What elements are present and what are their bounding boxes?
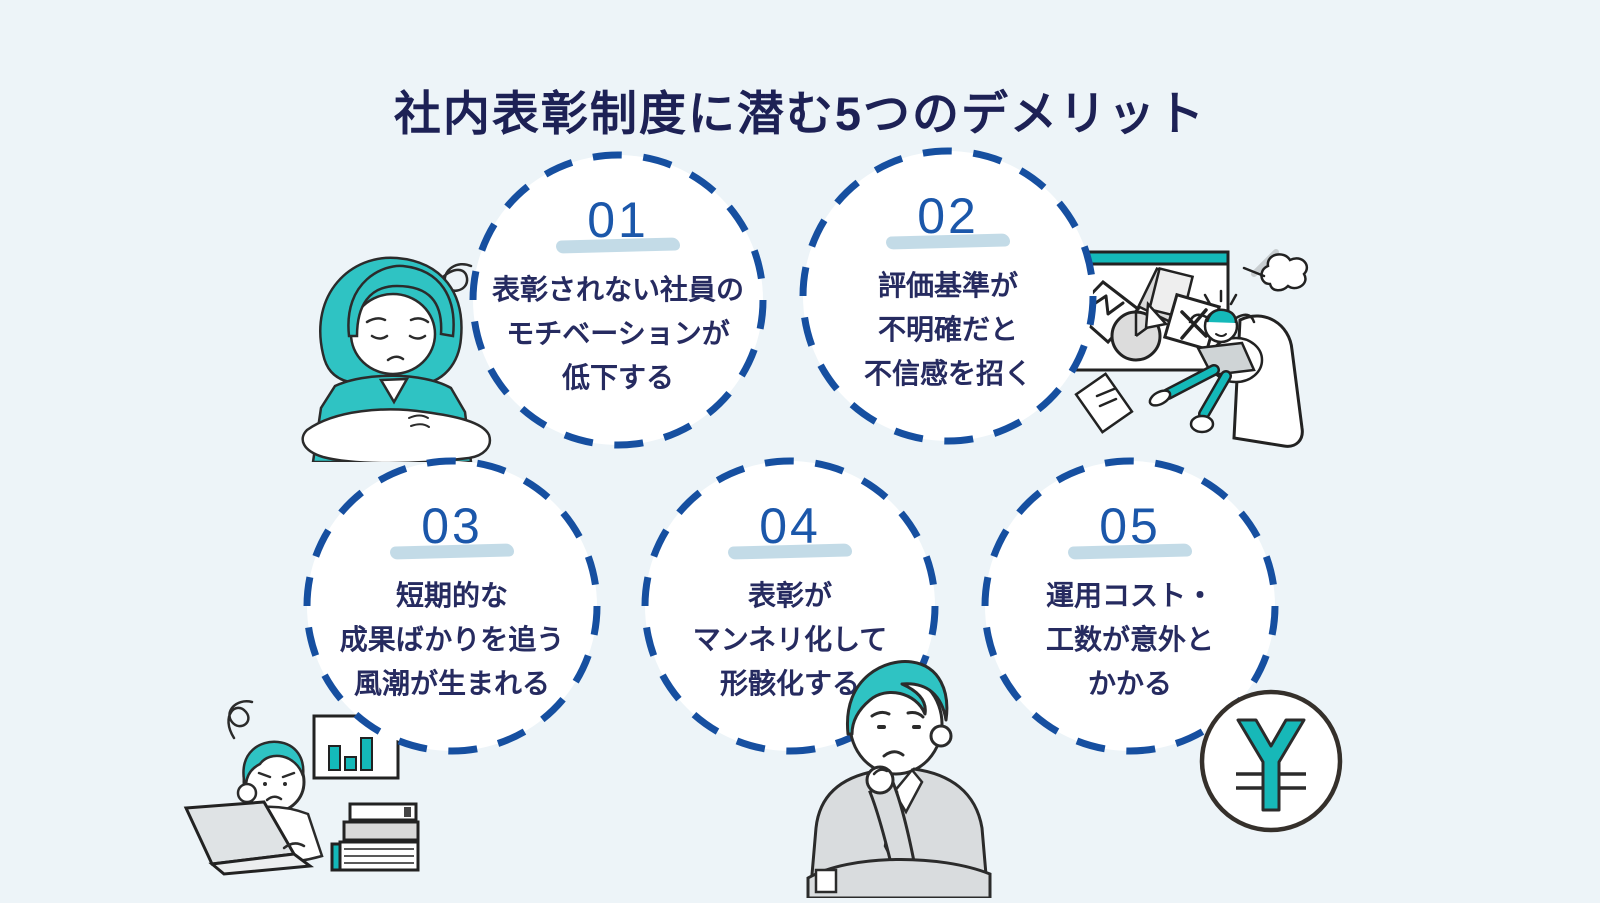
- circle-text-line: 表彰されない社員の: [491, 274, 744, 305]
- demerit-circle-3: 03 短期的な 成果ばかりを追う 風潮が生まれる: [302, 456, 602, 756]
- circle-text-line: 短期的な: [395, 580, 508, 611]
- circle-text-line: 運用コスト・: [1045, 580, 1214, 611]
- circle-number: 01: [587, 192, 649, 248]
- circle-text-line: 工数が意外と: [1045, 624, 1214, 655]
- circle-number: 04: [759, 498, 821, 554]
- circle-number: 05: [1099, 498, 1161, 554]
- circle-text-line: 評価基準が: [877, 270, 1018, 301]
- circle-text-line: 風潮が生まれる: [353, 668, 550, 699]
- circle-text-line: 形骸化する: [719, 668, 860, 699]
- circle-number: 02: [917, 188, 979, 244]
- circle-text-line: かかる: [1087, 668, 1172, 699]
- circle-text-line: 不明確だと: [877, 314, 1018, 345]
- circle-text-line: マンネリ化して: [692, 624, 888, 655]
- dejected-woman-illustration: [293, 232, 523, 465]
- yen-symbol-icon: [1199, 689, 1343, 833]
- yen-coin-icon: [1196, 686, 1346, 836]
- demerit-circle-1: 01 表彰されない社員の モチベーションが 低下する: [468, 150, 768, 450]
- circle-text-line: モチベーションが: [506, 318, 730, 349]
- circle-text-line: 低下する: [561, 362, 674, 393]
- demerit-circle-5: 05 運用コスト・ 工数が意外と かかる: [980, 456, 1280, 756]
- frustrated-worker-whiteboard-illustration: [1058, 242, 1328, 472]
- page-title: 社内表彰制度に潜む5つのデメリット: [393, 87, 1207, 141]
- dashed-circle-border: [303, 457, 601, 755]
- thinking-businessman-illustration: [790, 650, 1015, 900]
- stressed-worker-laptop-illustration: [172, 676, 452, 891]
- circle-text-line: 成果ばかりを追う: [339, 624, 565, 655]
- dashed-circle-border: [981, 457, 1279, 755]
- circle-text-line: 表彰が: [747, 580, 832, 611]
- dejected-woman-icon: [301, 256, 492, 465]
- circle-text-line: 不信感を招く: [863, 358, 1032, 389]
- stressed-worker-laptop-icon: [183, 700, 420, 876]
- circle-number: 03: [421, 498, 483, 554]
- dashed-circle-border: [469, 151, 767, 449]
- dashed-circle-border: [799, 147, 1097, 445]
- demerit-circle-2: 02 評価基準が 不明確だと 不信感を招く: [798, 146, 1098, 446]
- thinking-businessman-icon: [806, 659, 992, 900]
- frustrated-worker-whiteboard-icon: [1070, 249, 1309, 448]
